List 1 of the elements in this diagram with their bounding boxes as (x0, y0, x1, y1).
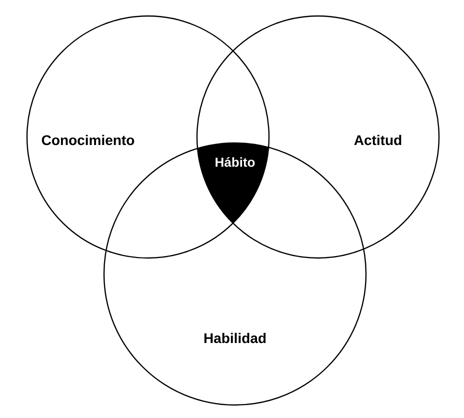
intersection-region: Hábito (216, 157, 255, 167)
